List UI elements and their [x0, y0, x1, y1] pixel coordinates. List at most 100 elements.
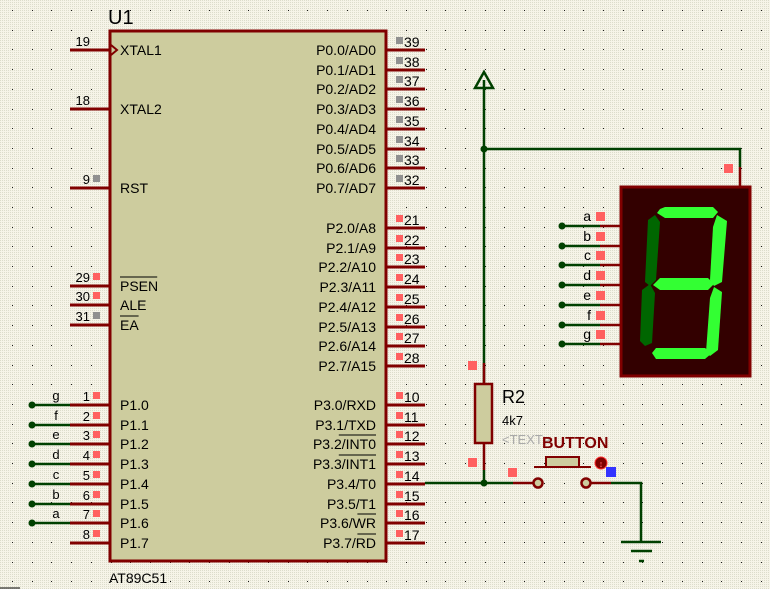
pin-state-marker [396, 37, 403, 44]
u1-body[interactable] [108, 29, 388, 563]
net-a[interactable]: a [28, 506, 71, 527]
grid-dot [504, 365, 505, 366]
power-arrow-icon[interactable] [472, 69, 496, 90]
r2-body[interactable] [473, 382, 494, 445]
grid-dot [32, 30, 33, 31]
pin-state-marker [396, 431, 403, 438]
pin-number: 28 [404, 350, 420, 366]
display-pin-g[interactable]: g [558, 326, 622, 348]
net-b[interactable]: b [28, 487, 71, 508]
grid-dot [426, 266, 427, 267]
grid-dot [524, 227, 525, 228]
grid-dot [642, 424, 643, 425]
pin-p11[interactable]: 2P1.1 [70, 409, 149, 433]
grid-dot [741, 424, 742, 425]
grid-dot [268, 581, 269, 582]
grid-dot [51, 542, 52, 543]
grid-dot [426, 227, 427, 228]
display-common-wire[interactable] [484, 147, 742, 167]
u1-microcontroller[interactable]: U1 AT89C51 19XTAL118XTAL29RST29PSEN30ALE… [70, 7, 425, 586]
grid-dot [603, 207, 604, 208]
pin-p17[interactable]: 8P1.7 [70, 527, 149, 551]
grid-dot [544, 463, 545, 464]
grid-dot [702, 581, 703, 582]
grid-dot [623, 522, 624, 523]
grid-dot [741, 49, 742, 50]
r2-resistor[interactable]: R2 4k7 <TEXT> [468, 361, 550, 483]
grid-dot [564, 522, 565, 523]
pin-p10[interactable]: 1P1.0 [70, 389, 149, 413]
grid-dot [426, 89, 427, 90]
display-pin-f[interactable]: f [558, 307, 622, 329]
pin-label: P1.5 [120, 496, 149, 512]
grid-dot [426, 345, 427, 346]
display-pin-d[interactable]: d [558, 267, 622, 289]
grid-dot [682, 522, 683, 523]
grid-dot [524, 246, 525, 247]
net-g[interactable]: g [28, 388, 71, 409]
grid-dot [702, 443, 703, 444]
pin-label: P0.4/AD4 [316, 121, 376, 137]
grid-dot [367, 10, 368, 11]
display-pin-e[interactable]: e [558, 287, 622, 309]
pin-p13[interactable]: 4P1.3 [70, 448, 149, 472]
net-e[interactable]: e [28, 427, 71, 448]
pin-p16[interactable]: 7P1.6 [70, 507, 149, 531]
net-f[interactable]: f [28, 408, 71, 429]
grid-dot [426, 542, 427, 543]
pin-p12[interactable]: 3P1.2 [70, 428, 149, 452]
push-button[interactable]: BUTTON ↕ [532, 435, 617, 489]
ground-wire[interactable] [611, 481, 643, 542]
grid-dot [623, 128, 624, 129]
pin-p14[interactable]: 5P1.4 [70, 468, 149, 492]
display-pin-a[interactable]: a [558, 208, 622, 230]
display-pin-c[interactable]: c [558, 247, 622, 269]
display-pin-b[interactable]: b [558, 228, 622, 250]
grid-dot [721, 89, 722, 90]
grid-dot [544, 128, 545, 129]
grid-dot [603, 227, 604, 228]
pin-state-marker [93, 471, 100, 478]
net-d[interactable]: d [28, 447, 71, 468]
pin-label: XTAL2 [120, 101, 162, 117]
button-toggle-icon[interactable] [594, 456, 608, 470]
grid-dot [702, 10, 703, 11]
button-cap[interactable] [545, 456, 580, 468]
pin-state-marker [396, 392, 403, 399]
pin-p15[interactable]: 6P1.5 [70, 488, 149, 512]
grid-dot [662, 581, 663, 582]
net-c[interactable]: c [28, 467, 71, 488]
